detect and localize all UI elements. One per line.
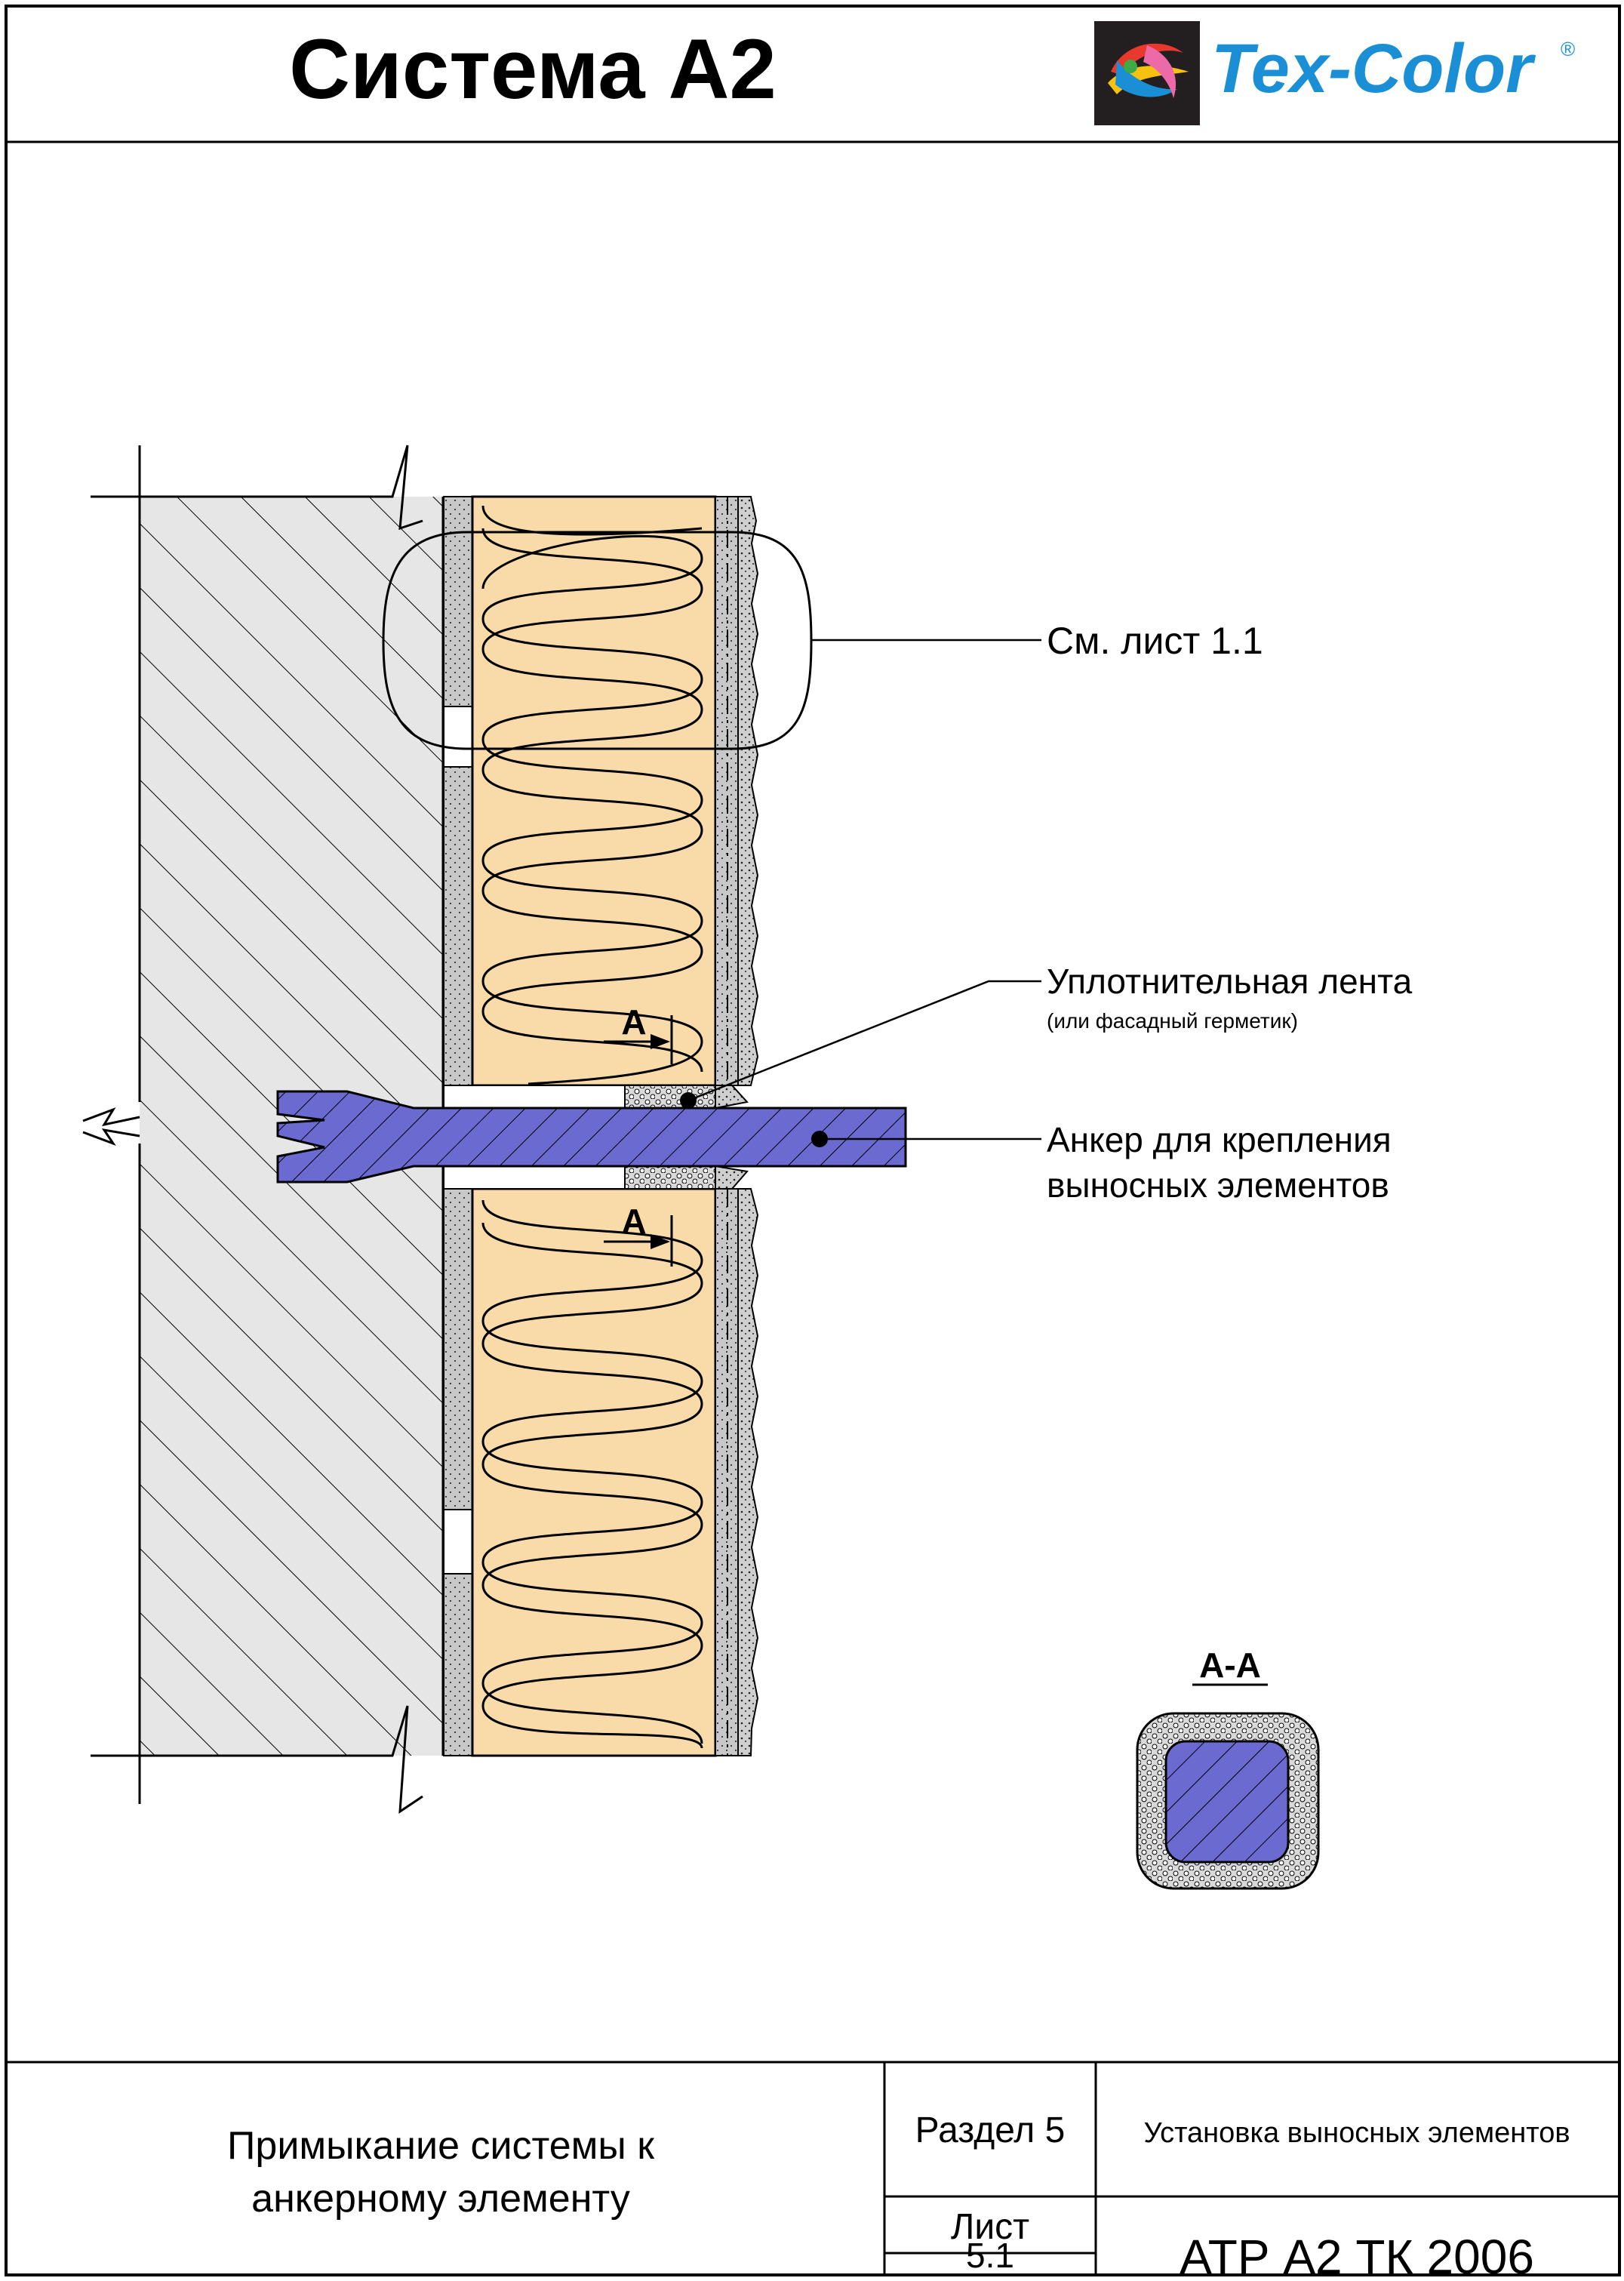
sheet-number: 5.1 — [966, 2236, 1014, 2275]
registered-mark: ® — [1561, 38, 1575, 60]
anchor-gap-bottom — [443, 1165, 626, 1190]
sealant-bead-bottom — [715, 1165, 749, 1190]
insulation-upper — [471, 495, 717, 1087]
seal-tape-label: Уплотнительная лента — [1047, 962, 1413, 1001]
section-mark-top: А — [604, 1002, 673, 1064]
detail-reference-label: См. лист 1.1 — [1047, 620, 1263, 662]
base-coat-layer — [715, 496, 739, 1756]
detail-reference-outline — [382, 531, 813, 750]
anchor-label-line1: Анкер для крепления — [1047, 1120, 1392, 1159]
section-aa-title: А-А — [1199, 1645, 1261, 1685]
finish-plaster-layer — [737, 496, 759, 1756]
title-description-line1: Примыкание системы к — [227, 2124, 654, 2168]
anchor-gap-top — [443, 1085, 626, 1109]
title-description-line2: анкерному элементу — [251, 2177, 630, 2221]
seal-tape-leader-dot — [680, 1092, 697, 1109]
section-mark-top-letter: А — [621, 1002, 646, 1042]
section-aa-anchor — [1164, 1740, 1290, 1864]
sheet-title: Система А2 — [289, 22, 777, 116]
anchor-element — [276, 1090, 907, 1184]
seal-tape-top — [624, 1085, 716, 1109]
brand-name: Tex-Color — [1211, 30, 1536, 107]
section-name-label: Установка выносных элементов — [1143, 2117, 1570, 2149]
sheet-border — [5, 5, 1621, 2276]
seal-tape-note: (или фасадный герметик) — [1047, 1009, 1298, 1033]
section-mark-bottom: А — [604, 1202, 673, 1267]
document-code: АТР А2 ТК 2006 — [1180, 2230, 1534, 2281]
brand-logo: Tex-Color ® — [1094, 21, 1575, 125]
sheet-label: Лист — [951, 2207, 1029, 2247]
insulation-lower — [471, 1187, 717, 1757]
section-number-label: Раздел 5 — [915, 2110, 1066, 2150]
section-mark-bottom-letter: А — [621, 1202, 646, 1241]
seal-tape-bottom — [624, 1165, 716, 1190]
anchor-label-line2: выносных элементов — [1047, 1165, 1389, 1205]
title-block: Примыкание системы к анкерному элементу … — [6, 2061, 1619, 2281]
anchor-leader-dot — [811, 1131, 828, 1147]
section-aa: А-А — [1136, 1645, 1320, 1890]
seal-tape-leader — [687, 980, 1041, 1102]
